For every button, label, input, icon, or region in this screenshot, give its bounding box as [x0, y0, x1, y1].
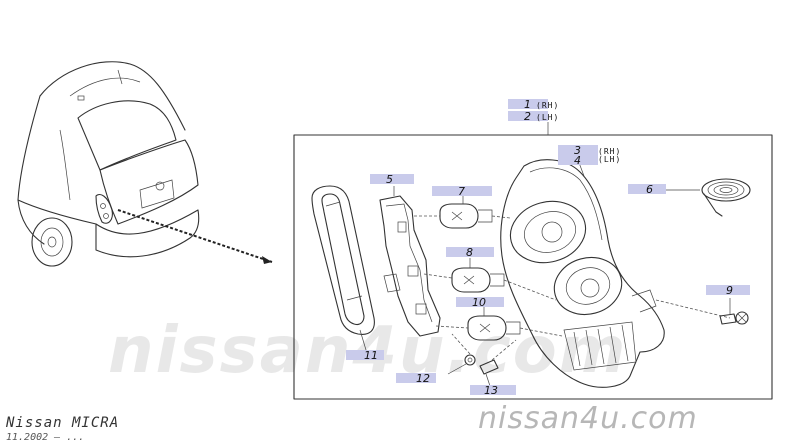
part-5-socket-plate: [379, 186, 441, 337]
callout-7: 7: [432, 185, 492, 198]
part-3-4-combination-lamp: [500, 159, 731, 388]
callout-8: 8: [446, 246, 494, 259]
part-9-screw: [719, 298, 749, 325]
callout-8-number: 8: [466, 246, 473, 259]
part-11-gasket: [311, 185, 375, 351]
callout-5-number: 5: [386, 173, 393, 186]
callout-13: 13: [470, 384, 516, 397]
callout-10-number: 10: [472, 296, 486, 309]
callout-13-number: 13: [484, 384, 498, 397]
callout-5: 5: [370, 173, 414, 186]
callout-1: 1 (RH): [508, 98, 559, 111]
callout-4-number: 4: [574, 154, 581, 167]
callout-6: 6: [628, 183, 666, 196]
callout-6-number: 6: [646, 183, 653, 196]
callout-1-suffix: (RH): [536, 101, 559, 110]
callout-11: 11: [346, 349, 384, 362]
callout-3-number: 3: [574, 144, 581, 157]
car-illustration: [17, 61, 273, 267]
footer-model: Nissan MICRA: [5, 415, 119, 431]
part-13-screw: [479, 339, 517, 387]
callout-4-suffix: (LH): [598, 155, 621, 164]
callout-2-number: 2: [524, 110, 531, 123]
callout-3-suffix: (RH): [598, 147, 621, 156]
part-6-seal-coil: [664, 178, 751, 217]
callout-9: 9: [706, 284, 750, 297]
callout-1-number: 1: [524, 98, 531, 111]
callout-12-number: 12: [416, 372, 430, 385]
part-12-clip: [447, 333, 476, 375]
callout-2: 2 (LH): [508, 110, 559, 123]
watermark-corner: nissan4u.com: [478, 401, 698, 436]
parts-frame: [293, 134, 773, 400]
part-10-bulb: [435, 306, 563, 341]
callout-9-number: 9: [726, 284, 733, 297]
callout-12: 12: [396, 372, 436, 385]
callout-2-suffix: (LH): [536, 113, 559, 122]
callout-7-number: 7: [458, 185, 465, 198]
part-7-bulb: [414, 196, 511, 229]
footer-date: 11.2002 – ...: [6, 432, 84, 443]
callout-10: 10: [456, 296, 504, 309]
callout-4: 4 (LH): [558, 154, 621, 167]
part-8-bulb: [423, 258, 557, 301]
callout-11-number: 11: [364, 349, 378, 362]
callout-3: 3 (RH): [558, 144, 621, 157]
